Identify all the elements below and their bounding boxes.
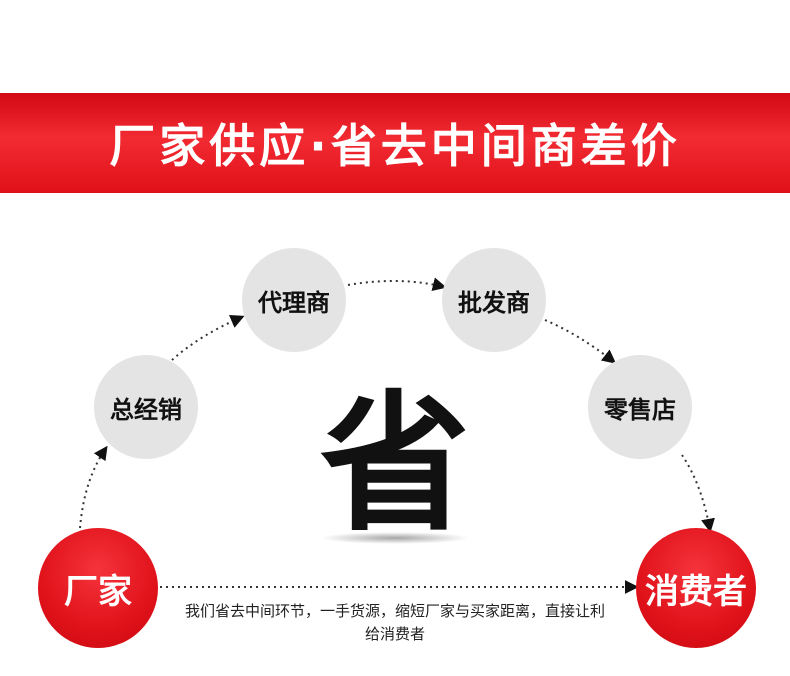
node-retailer: 零售店	[588, 355, 692, 459]
node-factory: 厂家	[38, 528, 158, 648]
node-wholesaler-label: 批发商	[458, 288, 530, 317]
arrow-distributor-to-agent	[171, 314, 245, 361]
arrow-retailer-to-consumer	[681, 454, 715, 533]
node-wholesaler: 批发商	[442, 248, 546, 352]
node-agent-label: 代理商	[258, 288, 330, 317]
banner-title: 厂家供应·省去中间商差价	[109, 119, 681, 173]
caption-text: 我们省去中间环节，一手货源，缩短厂家与买家距离，直接让利给消费者	[184, 602, 605, 643]
node-agent: 代理商	[242, 248, 346, 352]
arrow-factory-to-distributor	[79, 445, 108, 529]
node-factory-label: 厂家	[64, 571, 132, 612]
node-retailer-label: 零售店	[604, 395, 676, 424]
center-char-shadow	[320, 532, 470, 544]
node-consumer-label: 消费者	[645, 571, 747, 612]
node-distributor: 总经销	[94, 355, 198, 459]
node-distributor-label: 总经销	[110, 395, 182, 424]
arrow-agent-to-wholesaler	[347, 277, 447, 292]
center-save-char: 省	[319, 378, 470, 552]
arrow-wholesaler-to-retailer	[544, 319, 617, 364]
node-consumer: 消费者	[636, 528, 756, 648]
title-banner: 厂家供应·省去中间商差价	[0, 93, 790, 193]
